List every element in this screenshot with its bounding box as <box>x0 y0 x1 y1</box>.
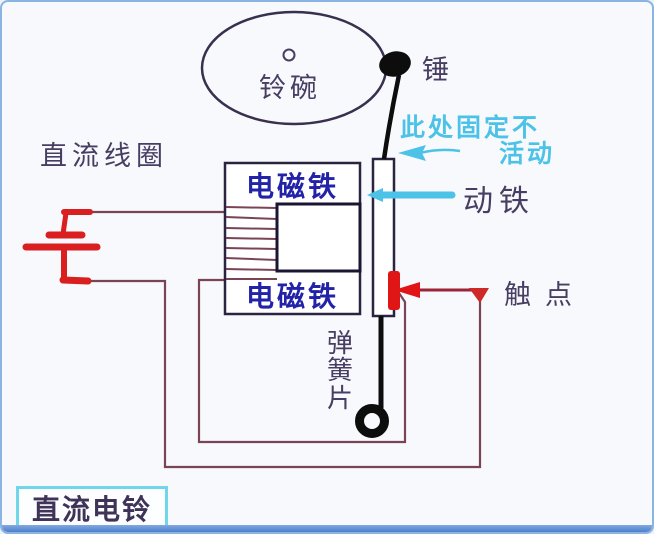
moving-iron-arrow-icon <box>367 188 456 202</box>
battery-symbol <box>22 209 101 285</box>
hammer-stem <box>381 74 402 160</box>
coil-windings <box>225 206 278 280</box>
bell-bowl-knob-circle <box>282 48 296 62</box>
contact-point-label: 触点 <box>504 280 586 311</box>
diagram-title: 直流电铃 <box>31 493 152 526</box>
contact-pad <box>388 271 400 310</box>
contact-arrow-icon <box>394 282 420 298</box>
contact-corner-blob <box>469 288 489 303</box>
fixed-point-arrow-icon <box>398 145 461 161</box>
title-box: 直流电铃 <box>16 486 168 530</box>
wire-battery-to-contact <box>88 279 482 469</box>
spring-strip-label: 弹簧片 <box>326 329 353 414</box>
hammer-label: 锤 <box>422 55 449 86</box>
wire-coil-to-spring <box>197 278 407 444</box>
spring-ring <box>355 404 389 438</box>
moving-iron-label: 动铁 <box>463 184 535 219</box>
iron-core <box>275 202 362 273</box>
electromagnet-bottom-label: 电磁铁 <box>245 280 339 313</box>
bottom-blue-bar <box>2 525 652 532</box>
dc-coil-label: 直流线圈 <box>40 141 168 172</box>
fixed-note-line1: 此处固定不 <box>400 113 541 142</box>
electromagnet-top-label: 电磁铁 <box>245 170 339 203</box>
bell-bowl-label: 铃碗 <box>259 73 321 104</box>
fixed-note-line2: 活动 <box>499 139 556 168</box>
hammer-head <box>379 51 411 77</box>
